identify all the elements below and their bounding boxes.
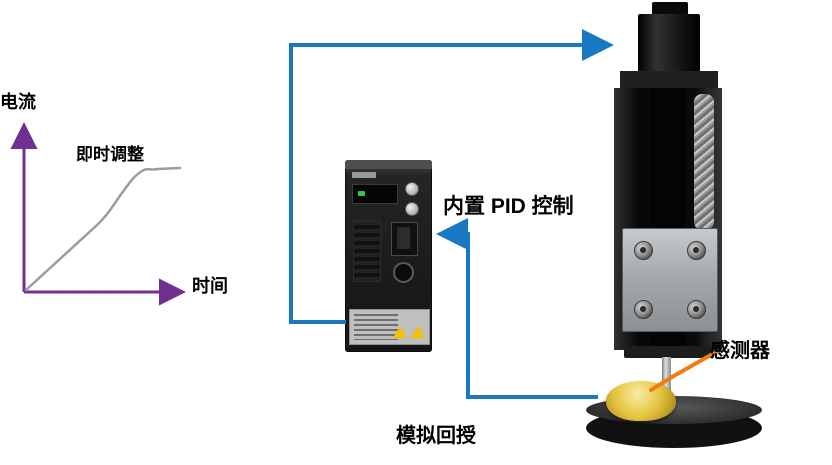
sensor-label: 感测器 bbox=[710, 340, 770, 362]
y-axis-label: 电流 bbox=[0, 92, 36, 112]
drive-connector-inner bbox=[397, 227, 410, 249]
actuator-carriage bbox=[622, 228, 718, 332]
warning-triangle-icon bbox=[411, 326, 425, 338]
lead-screw bbox=[694, 94, 714, 230]
carriage-screw bbox=[687, 300, 706, 319]
motor-cap bbox=[652, 2, 688, 15]
analog-feedback-label: 模拟回授 bbox=[396, 425, 476, 447]
carriage-screw bbox=[634, 241, 653, 260]
drive-led-1 bbox=[405, 182, 419, 196]
drive-round-port bbox=[393, 262, 414, 283]
tuning-curve bbox=[24, 166, 182, 292]
drive-connector-port bbox=[391, 222, 418, 256]
drive-sticker bbox=[349, 309, 430, 345]
sensor-dome bbox=[606, 381, 676, 421]
carriage-screw bbox=[634, 300, 653, 319]
drive-led-2 bbox=[405, 202, 419, 216]
drive-display-segment bbox=[358, 191, 365, 196]
curve-label: 即时调整 bbox=[76, 145, 144, 164]
current-time-chart: 电流 即时调整 时间 bbox=[0, 70, 240, 310]
servo-drive bbox=[345, 160, 432, 352]
drive-vent-slots bbox=[353, 220, 381, 282]
drive-sticker-text-lines bbox=[354, 314, 398, 340]
drive-top-strip bbox=[345, 160, 432, 169]
feedback-signal-line bbox=[436, 218, 598, 399]
drive-display bbox=[352, 184, 398, 204]
chart-plot bbox=[10, 122, 186, 306]
warning-triangle-icon bbox=[393, 326, 407, 338]
drive-logo bbox=[352, 172, 376, 178]
pid-control-label: 内置 PID 控制 bbox=[443, 195, 574, 218]
x-axis-label: 时间 bbox=[192, 276, 228, 296]
motor-body bbox=[638, 14, 700, 72]
command-signal-line bbox=[289, 29, 614, 324]
carriage-screw bbox=[687, 241, 706, 260]
